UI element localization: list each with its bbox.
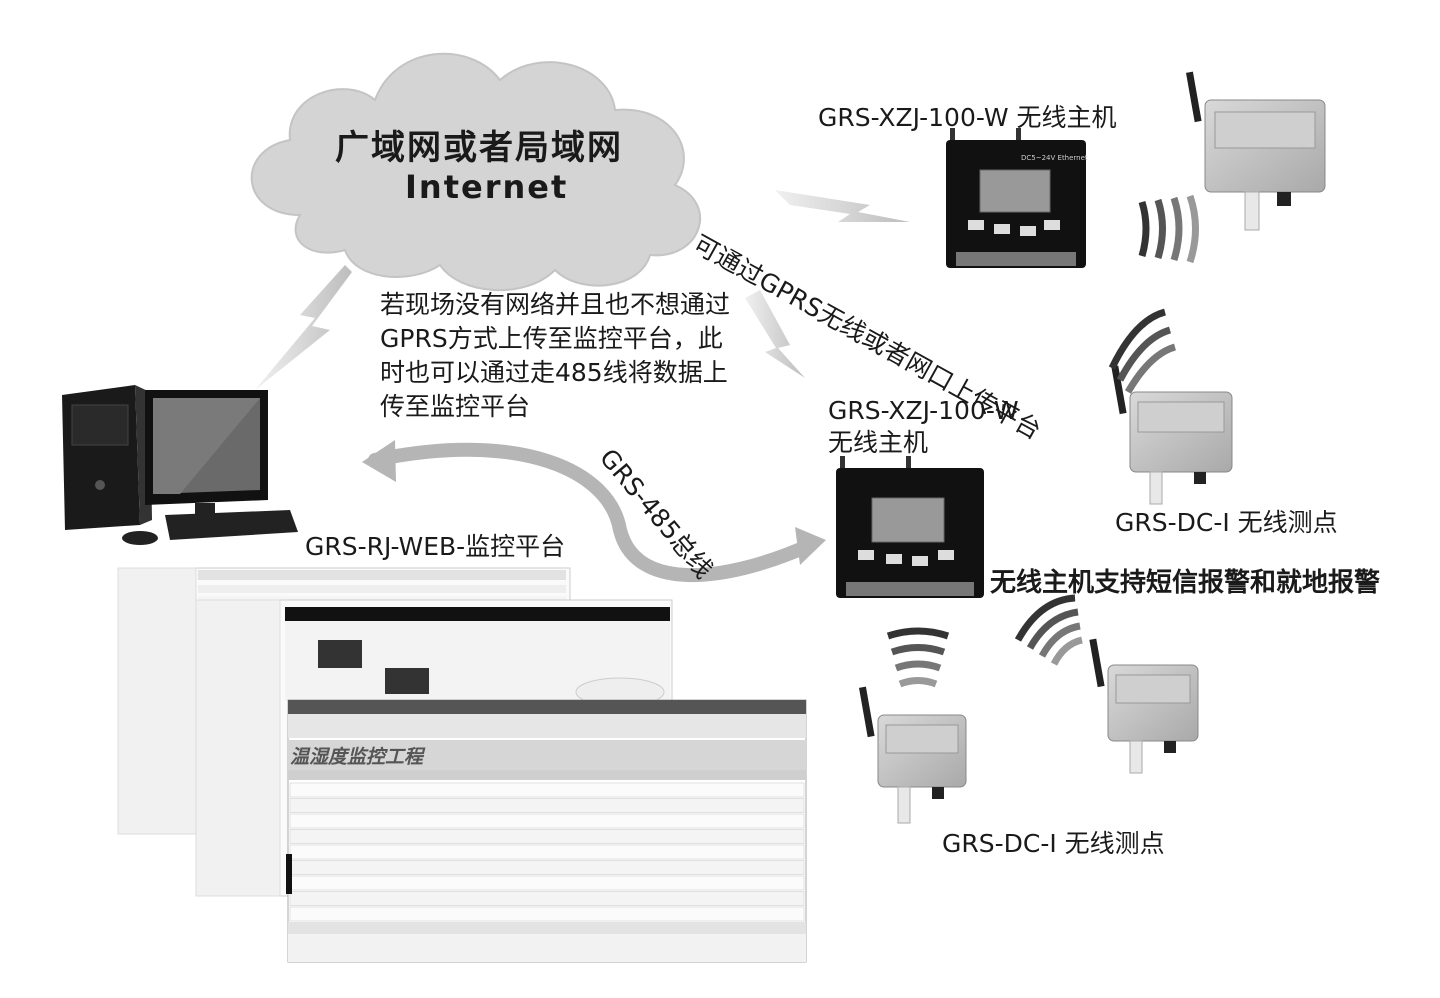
platform-label: GRS-RJ-WEB-监控平台 — [305, 532, 566, 561]
platform-screenshot-front — [286, 699, 807, 963]
wireless-signal-icon — [886, 627, 950, 688]
rs485-arrow — [362, 440, 826, 582]
table-row — [289, 891, 805, 906]
host-top-label: GRS-XZJ-100-W 无线主机 — [818, 103, 1117, 132]
wireless-signal-icon — [1138, 194, 1199, 264]
wireless-sensor-icon — [1111, 365, 1233, 505]
wireless-sensor-icon — [1089, 638, 1199, 774]
table-row — [289, 798, 805, 813]
sensor-label-right: GRS-DC-I 无线测点 — [1115, 508, 1338, 537]
alarm-caption: 无线主机支持短信报警和就地报警 — [990, 568, 1381, 598]
table-row — [289, 782, 805, 798]
cloud-icon — [250, 52, 702, 291]
wireless-signal-icon — [1014, 594, 1083, 666]
wireless-sensor-icon — [1186, 71, 1326, 231]
wireless-host-icon: DC5~24V Ethernet — [946, 128, 1088, 268]
table-row — [289, 860, 805, 875]
lightning-link-icon — [255, 190, 910, 390]
table-row — [289, 813, 805, 829]
desktop-computer-icon — [62, 385, 298, 545]
host-mid-label-line2: 无线主机 — [828, 428, 929, 457]
wireless-signal-icon — [1108, 308, 1177, 394]
table-row — [289, 906, 805, 922]
cloud-title: 广域网或者局域网 — [335, 128, 623, 168]
screenshot-title: 温湿度监控工程 — [290, 746, 424, 768]
cloud-subtitle: Internet — [405, 168, 569, 206]
fallback-note: 若现场没有网络并且也不想通过GPRS方式上传至监控平台，此时也可以通过走485线… — [380, 290, 731, 421]
table-row — [289, 875, 805, 891]
host-mid-label-line1: GRS-XZJ-100-W — [828, 396, 1019, 425]
table-row — [289, 829, 805, 844]
wireless-host-icon — [836, 456, 984, 598]
sensor-label-bottom: GRS-DC-I 无线测点 — [942, 829, 1165, 858]
wireless-sensor-icon — [859, 686, 967, 824]
svg-text:DC5~24V Ethernet: DC5~24V Ethernet — [1021, 154, 1088, 162]
table-row — [289, 844, 805, 860]
